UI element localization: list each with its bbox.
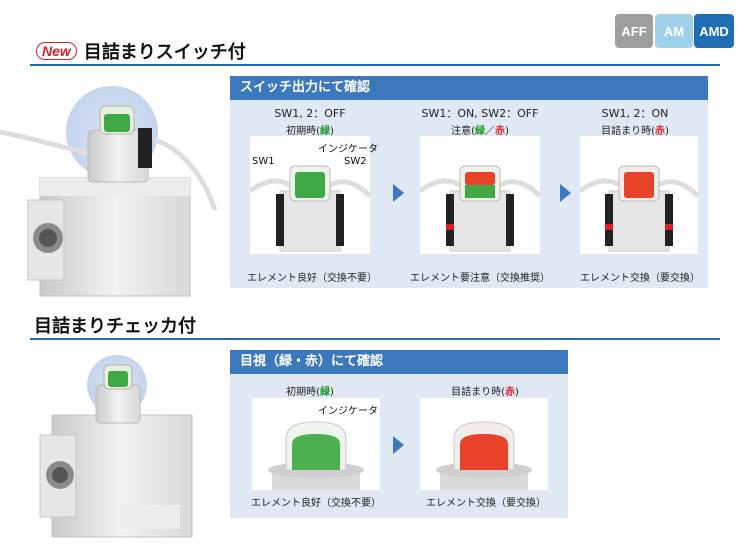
card1-sub-suffix: ) bbox=[330, 126, 334, 137]
switch-panel-title: スイッチ出力にて確認 bbox=[230, 76, 708, 100]
card2-sub: 注意(緑／赤) bbox=[420, 122, 540, 137]
v-card2-sub: 目詰まり時(赤) bbox=[430, 383, 540, 398]
card1-caption: エレメント良好（交換不要） bbox=[247, 273, 377, 284]
arrow-v bbox=[393, 436, 404, 454]
card3-image bbox=[580, 136, 698, 254]
v-card1-indicator-label: インジケータ bbox=[318, 406, 378, 417]
card1-sw2-label: SW2 bbox=[344, 156, 367, 167]
card2-sub-suffix: ) bbox=[505, 126, 509, 137]
new-tag: New bbox=[36, 42, 77, 60]
v-card2-sub-suffix: ) bbox=[515, 387, 519, 398]
product-image-checker bbox=[39, 355, 193, 538]
switch-panel: スイッチ出力にて確認 SW1, 2：OFF 初期時(緑) インジケータ SW1 … bbox=[230, 76, 708, 288]
card3-sub-red: 赤 bbox=[655, 126, 665, 137]
card2-sub-red: 赤 bbox=[495, 126, 505, 137]
section1-rule bbox=[30, 64, 720, 66]
card1-sub-green: 緑 bbox=[320, 126, 330, 137]
v-card1-sub-green: 緑 bbox=[320, 387, 330, 398]
card1-image bbox=[250, 136, 370, 254]
v-card1-sub-prefix: 初期時( bbox=[286, 387, 320, 398]
v-card1-sub-suffix: ) bbox=[330, 387, 334, 398]
visual-panel: 目視（緑・赤）にて確認 初期時(緑) インジケータ エレメント良好（交換不要） … bbox=[230, 350, 568, 518]
badge-am: AM bbox=[655, 14, 693, 48]
section2-rule bbox=[30, 338, 720, 340]
section2-title: 目詰まりチェッカ付 bbox=[34, 312, 196, 338]
v-card1-caption: エレメント良好（交換不要） bbox=[251, 498, 381, 509]
section2-title-text: 目詰まりチェッカ付 bbox=[34, 316, 196, 337]
section1-title-text: 目詰まりスイッチ付 bbox=[83, 42, 246, 63]
card2-sub-green: 緑 bbox=[475, 126, 485, 137]
card3-sub-prefix: 目詰まり時( bbox=[601, 126, 655, 137]
visual-panel-title: 目視（緑・赤）にて確認 bbox=[230, 350, 568, 374]
card1-state: SW1, 2：OFF bbox=[274, 107, 346, 120]
v-card1-sub: 初期時(緑) bbox=[260, 383, 360, 398]
card3-sub-suffix: ) bbox=[665, 126, 669, 137]
card2-image bbox=[420, 136, 540, 254]
arrow-1-2 bbox=[393, 184, 404, 202]
v-card2-image bbox=[420, 398, 548, 490]
card3-sub: 目詰まり時(赤) bbox=[585, 122, 685, 137]
card2-sub-sep: ／ bbox=[485, 126, 495, 137]
card1-sw1-label: SW1 bbox=[252, 156, 275, 167]
card2-sub-prefix: 注意( bbox=[451, 126, 475, 137]
card3-caption: エレメント交換（要交換） bbox=[580, 273, 700, 284]
card3-state: SW1, 2：ON bbox=[601, 107, 669, 120]
badge-aff: AFF bbox=[615, 14, 653, 48]
card1-sub: 初期時(緑) bbox=[270, 122, 350, 137]
section1-title: New 目詰まりスイッチ付 bbox=[36, 38, 246, 64]
card1-sub-prefix: 初期時( bbox=[286, 126, 320, 137]
badge-amd: AMD bbox=[694, 14, 734, 48]
card1-indicator-label: インジケータ bbox=[318, 144, 378, 155]
card2-caption: エレメント要注意（交換推奨） bbox=[410, 273, 550, 284]
product-image-switch bbox=[0, 86, 218, 297]
card2-state: SW1：ON, SW2：OFF bbox=[421, 107, 539, 120]
v-card2-sub-red: 赤 bbox=[505, 387, 515, 398]
v-card2-sub-prefix: 目詰まり時( bbox=[451, 387, 505, 398]
v-card1-image bbox=[252, 398, 380, 490]
arrow-2-3 bbox=[560, 184, 571, 202]
v-card2-caption: エレメント交換（要交換） bbox=[426, 498, 546, 509]
